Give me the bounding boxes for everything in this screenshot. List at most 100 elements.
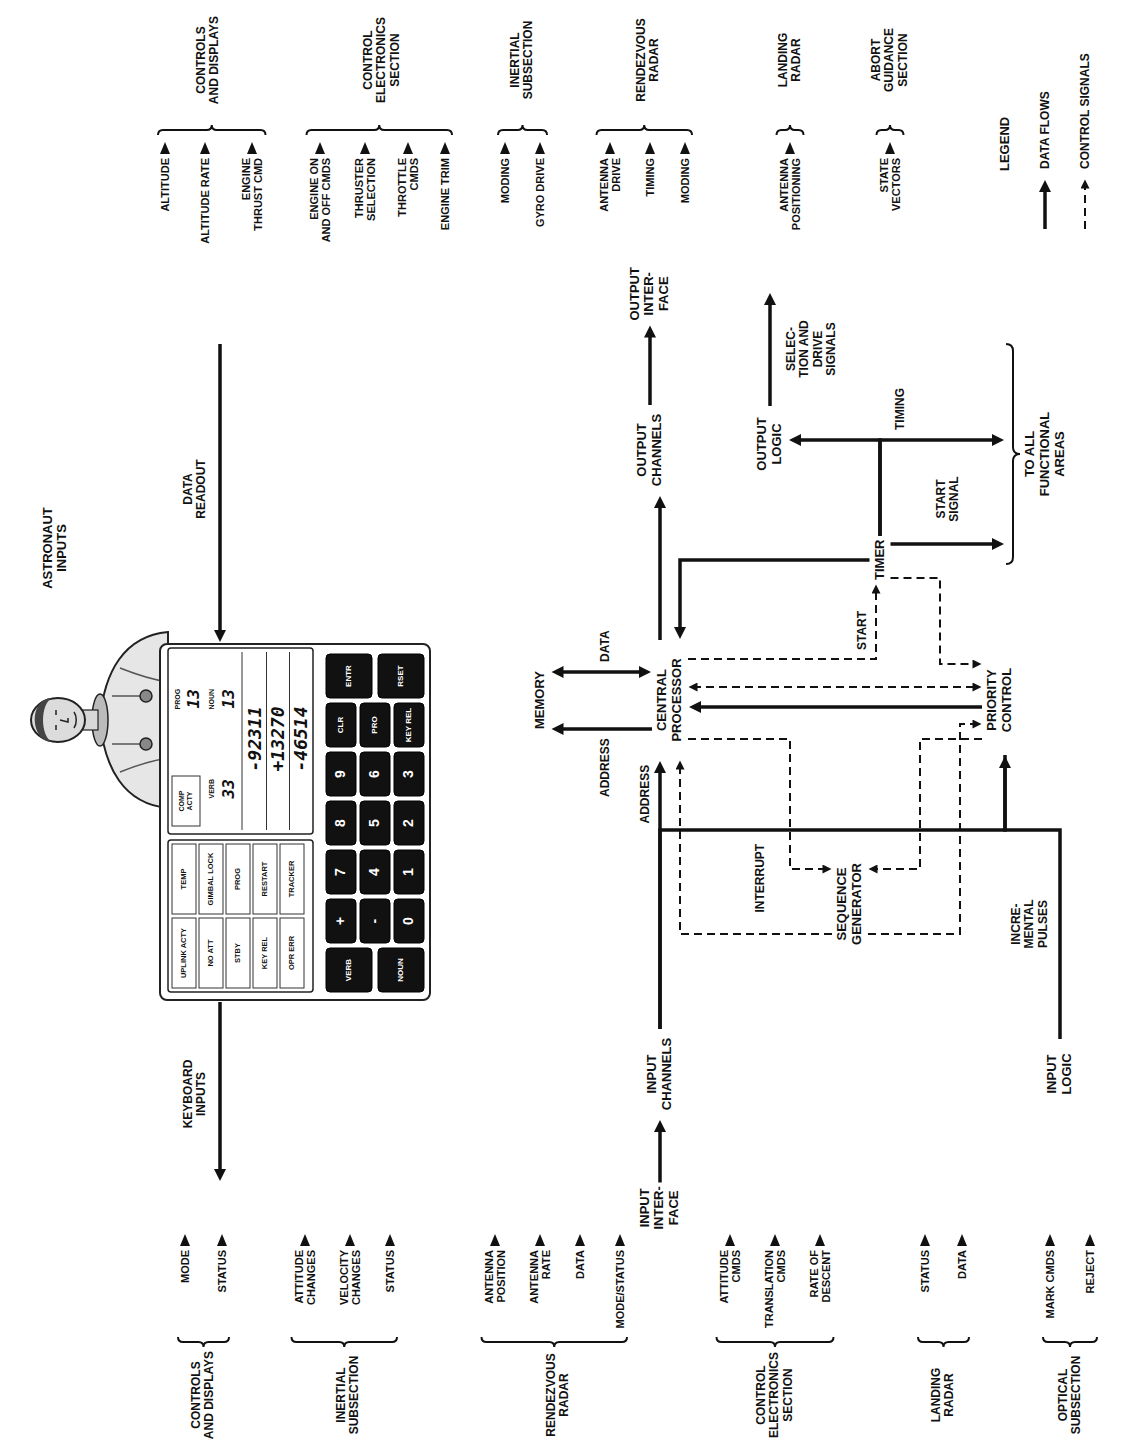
signal-name: RATE OF DESCENT	[808, 1250, 833, 1334]
legend-title: LEGEND	[998, 117, 1013, 171]
signal-name: ANTENNA POSITIONING	[778, 158, 803, 244]
face	[56, 710, 76, 730]
indicator-text: GIMBAL LOCK	[207, 847, 215, 911]
flow-label: START	[856, 609, 869, 652]
block-label: MEMORY	[530, 640, 551, 760]
subsystem-name: CONTROL ELECTRONICS SECTION	[362, 15, 402, 105]
signal-name: ENGINE TRIM	[439, 158, 451, 244]
flow-label: ADDRESS	[639, 763, 652, 826]
key-label: 0	[401, 917, 417, 925]
control-signal-line	[680, 765, 832, 934]
block-text: SEQUENCE GENERATOR	[835, 858, 865, 950]
block-label: INPUT INTER- FACE	[635, 1182, 686, 1233]
display-separator	[266, 652, 267, 830]
hair	[35, 698, 52, 742]
indicator-light	[253, 844, 277, 914]
keyboard-key	[394, 850, 424, 894]
indicator-light	[280, 844, 304, 914]
signal-arrowhead	[920, 1234, 930, 1246]
signal-arrowhead	[403, 142, 413, 154]
signal-name: THROTTLE CMDS	[396, 158, 421, 244]
block-text: OUTPUT INTER- FACE	[628, 267, 673, 320]
signal-name: ENGINE ON AND OFF CMDS	[308, 158, 333, 244]
data-flow-line	[558, 670, 646, 674]
display-panel	[168, 648, 313, 834]
flow-label: INCRE- MENTAL PULSES	[1010, 898, 1050, 951]
signal-name: DATA	[956, 1250, 968, 1334]
signal-arrowhead	[680, 142, 690, 154]
control-signal-line	[868, 724, 977, 934]
signal-arrowhead	[1045, 1234, 1055, 1246]
key-label: 8	[333, 819, 349, 827]
group-brace	[1043, 1337, 1097, 1347]
arrow-label: DATA READOUT	[182, 449, 209, 529]
key-label: KEY REL	[405, 705, 414, 745]
indicator-light	[172, 918, 196, 988]
group-brace	[777, 125, 804, 135]
block-label: OUTPUT INTER- FACE	[625, 263, 676, 324]
block-label: TO ALL FUNCTIONAL AREAS	[1005, 344, 1071, 564]
signal-arrowhead	[217, 1234, 227, 1246]
signal-arrowhead	[500, 142, 510, 154]
key-label: -	[367, 919, 383, 924]
block-text: TO ALL FUNCTIONAL AREAS	[1023, 409, 1068, 499]
subsystem-name: INERTIAL SUBSECTION	[335, 1350, 362, 1440]
key-label: 7	[333, 868, 349, 876]
signal-arrowhead	[360, 142, 370, 154]
display-register: +13270	[268, 706, 288, 771]
subsystem-name: LANDING RADAR	[777, 15, 804, 105]
keyboard-key	[360, 703, 390, 747]
keyboard-key	[326, 899, 356, 943]
group-brace	[717, 1337, 834, 1347]
block-text: PRIORITY CONTROL	[985, 649, 1015, 751]
keyboard-key	[326, 703, 356, 747]
block-label: PRIORITY CONTROL	[982, 645, 1018, 755]
block-text: INPUT LOGIC	[1045, 1043, 1075, 1105]
comp-acty-light	[172, 776, 200, 826]
signal-name: MODE/STATUS	[614, 1250, 626, 1334]
drive-signal-arrow	[768, 299, 772, 406]
signal-arrowhead	[180, 1234, 190, 1246]
signal-arrowhead	[160, 142, 170, 154]
subsystem-name: OPTICAL SUBSECTION	[1057, 1350, 1084, 1440]
data-flow-line	[648, 332, 652, 406]
key-label: 4	[367, 868, 383, 876]
display-caption: NOUN	[208, 689, 216, 710]
block-label: OUTPUT CHANNELS	[632, 405, 668, 495]
indicator-light	[172, 844, 196, 914]
keyboard-key	[378, 948, 424, 992]
indicator-text: STBY	[234, 921, 242, 985]
block-text: INPUT INTER- FACE	[638, 1186, 683, 1229]
key-label: RSET	[397, 656, 406, 696]
signal-name: ANTENNA POSITION	[483, 1250, 508, 1334]
signal-name: MARK CMDS	[1044, 1250, 1056, 1334]
signal-arrowhead	[645, 142, 655, 154]
keyboard-key	[394, 752, 424, 796]
signal-arrowhead	[345, 1234, 355, 1246]
group-brace	[292, 1337, 398, 1347]
data-flow-line	[891, 542, 999, 546]
signal-name: ATTITUDE CMDS	[718, 1250, 743, 1334]
subsystem-name: CONTROLS AND DISPLAYS	[195, 15, 222, 105]
signal-name: REJECT	[1084, 1250, 1096, 1334]
flow-label: INTERRUPT	[754, 842, 767, 915]
keyboard-key	[394, 703, 424, 747]
display-register: -92311	[245, 706, 265, 771]
signal-arrowhead	[605, 142, 615, 154]
arrow-label: KEYBOARD INPUTS	[182, 1054, 209, 1134]
keyboard-key	[394, 899, 424, 943]
suit-torso	[100, 632, 168, 808]
signal-arrowhead	[575, 1234, 585, 1246]
signal-name: ALTITUDE RATE	[199, 158, 211, 244]
keyboard-key	[360, 899, 390, 943]
block-text: OUTPUT LOGIC	[755, 413, 785, 475]
signal-name: ANTENNA DRIVE	[598, 158, 623, 244]
indicator-light	[199, 844, 223, 914]
signal-name: MODE	[179, 1250, 191, 1334]
key-label: ENTR	[345, 656, 354, 696]
legend-text: CONTROL SIGNALS	[1079, 53, 1092, 169]
block-label: OUTPUT LOGIC	[752, 409, 788, 479]
flow-label: START SIGNAL	[935, 469, 962, 529]
